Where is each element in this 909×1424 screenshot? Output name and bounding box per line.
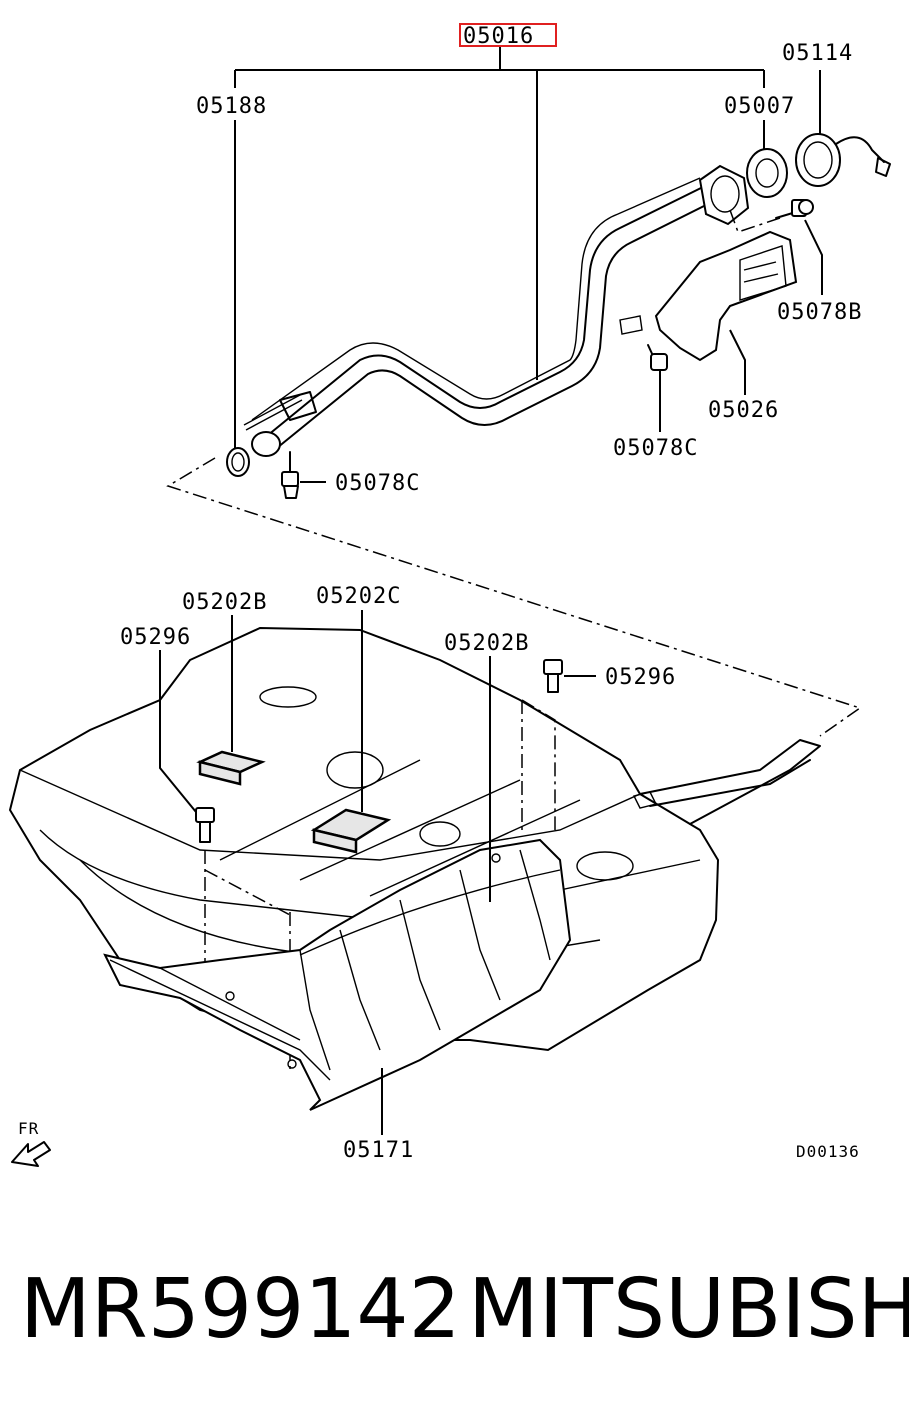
part-label-05007: 05007 [724, 94, 795, 119]
pad-05202b-left [196, 750, 266, 786]
filler-box-part [654, 230, 798, 362]
part-label-05202b-right: 05202B [444, 631, 529, 656]
diagram-code: D00136 [796, 1142, 860, 1161]
bolt-05296-right [543, 659, 563, 693]
part-label-05016: 05016 [463, 24, 534, 49]
leader-05296-left [159, 650, 197, 813]
bolt-05078c-lower [281, 451, 299, 499]
part-label-05202b-left: 05202B [182, 590, 267, 615]
brand-name: MITSUBISHI [468, 1262, 909, 1357]
part-label-05296-right: 05296 [605, 665, 676, 690]
part-label-05078b: 05078B [777, 300, 862, 325]
parts-diagram: 05016 05114 05188 05007 05078B 05026 050… [8, 23, 891, 1167]
dash-lines-bolts [204, 699, 556, 1070]
gasket-part [746, 148, 788, 198]
part-label-05078c-upper: 05078C [613, 436, 698, 461]
bolt-05078b [775, 199, 814, 219]
part-number: MR599142 [20, 1262, 461, 1357]
footer: MR599142 MITSUBISHI [0, 1255, 909, 1385]
part-label-05188: 05188 [196, 94, 267, 119]
dash-connector-main [166, 457, 862, 737]
leader-lines-top [234, 45, 823, 483]
front-arrow-icon [11, 1141, 51, 1167]
part-label-05078c-lower: 05078C [335, 471, 420, 496]
highlight-box [459, 23, 557, 47]
part-label-05296-left: 05296 [120, 625, 191, 650]
dash-line-bolt [729, 209, 781, 233]
filler-neck-pipe [226, 164, 750, 477]
bolt-05296-left [195, 807, 215, 843]
heat-shield [103, 838, 572, 1111]
direction-label: FR [18, 1119, 39, 1138]
part-label-05114: 05114 [782, 41, 853, 66]
part-label-05171: 05171 [343, 1138, 414, 1163]
part-label-05026: 05026 [708, 398, 779, 423]
part-label-05202c: 05202C [316, 584, 401, 609]
bolt-05078c-upper [647, 344, 668, 371]
pad-05202c [310, 808, 392, 854]
fuel-cap-part [795, 133, 891, 187]
front-direction-indicator: FR [11, 1119, 51, 1167]
